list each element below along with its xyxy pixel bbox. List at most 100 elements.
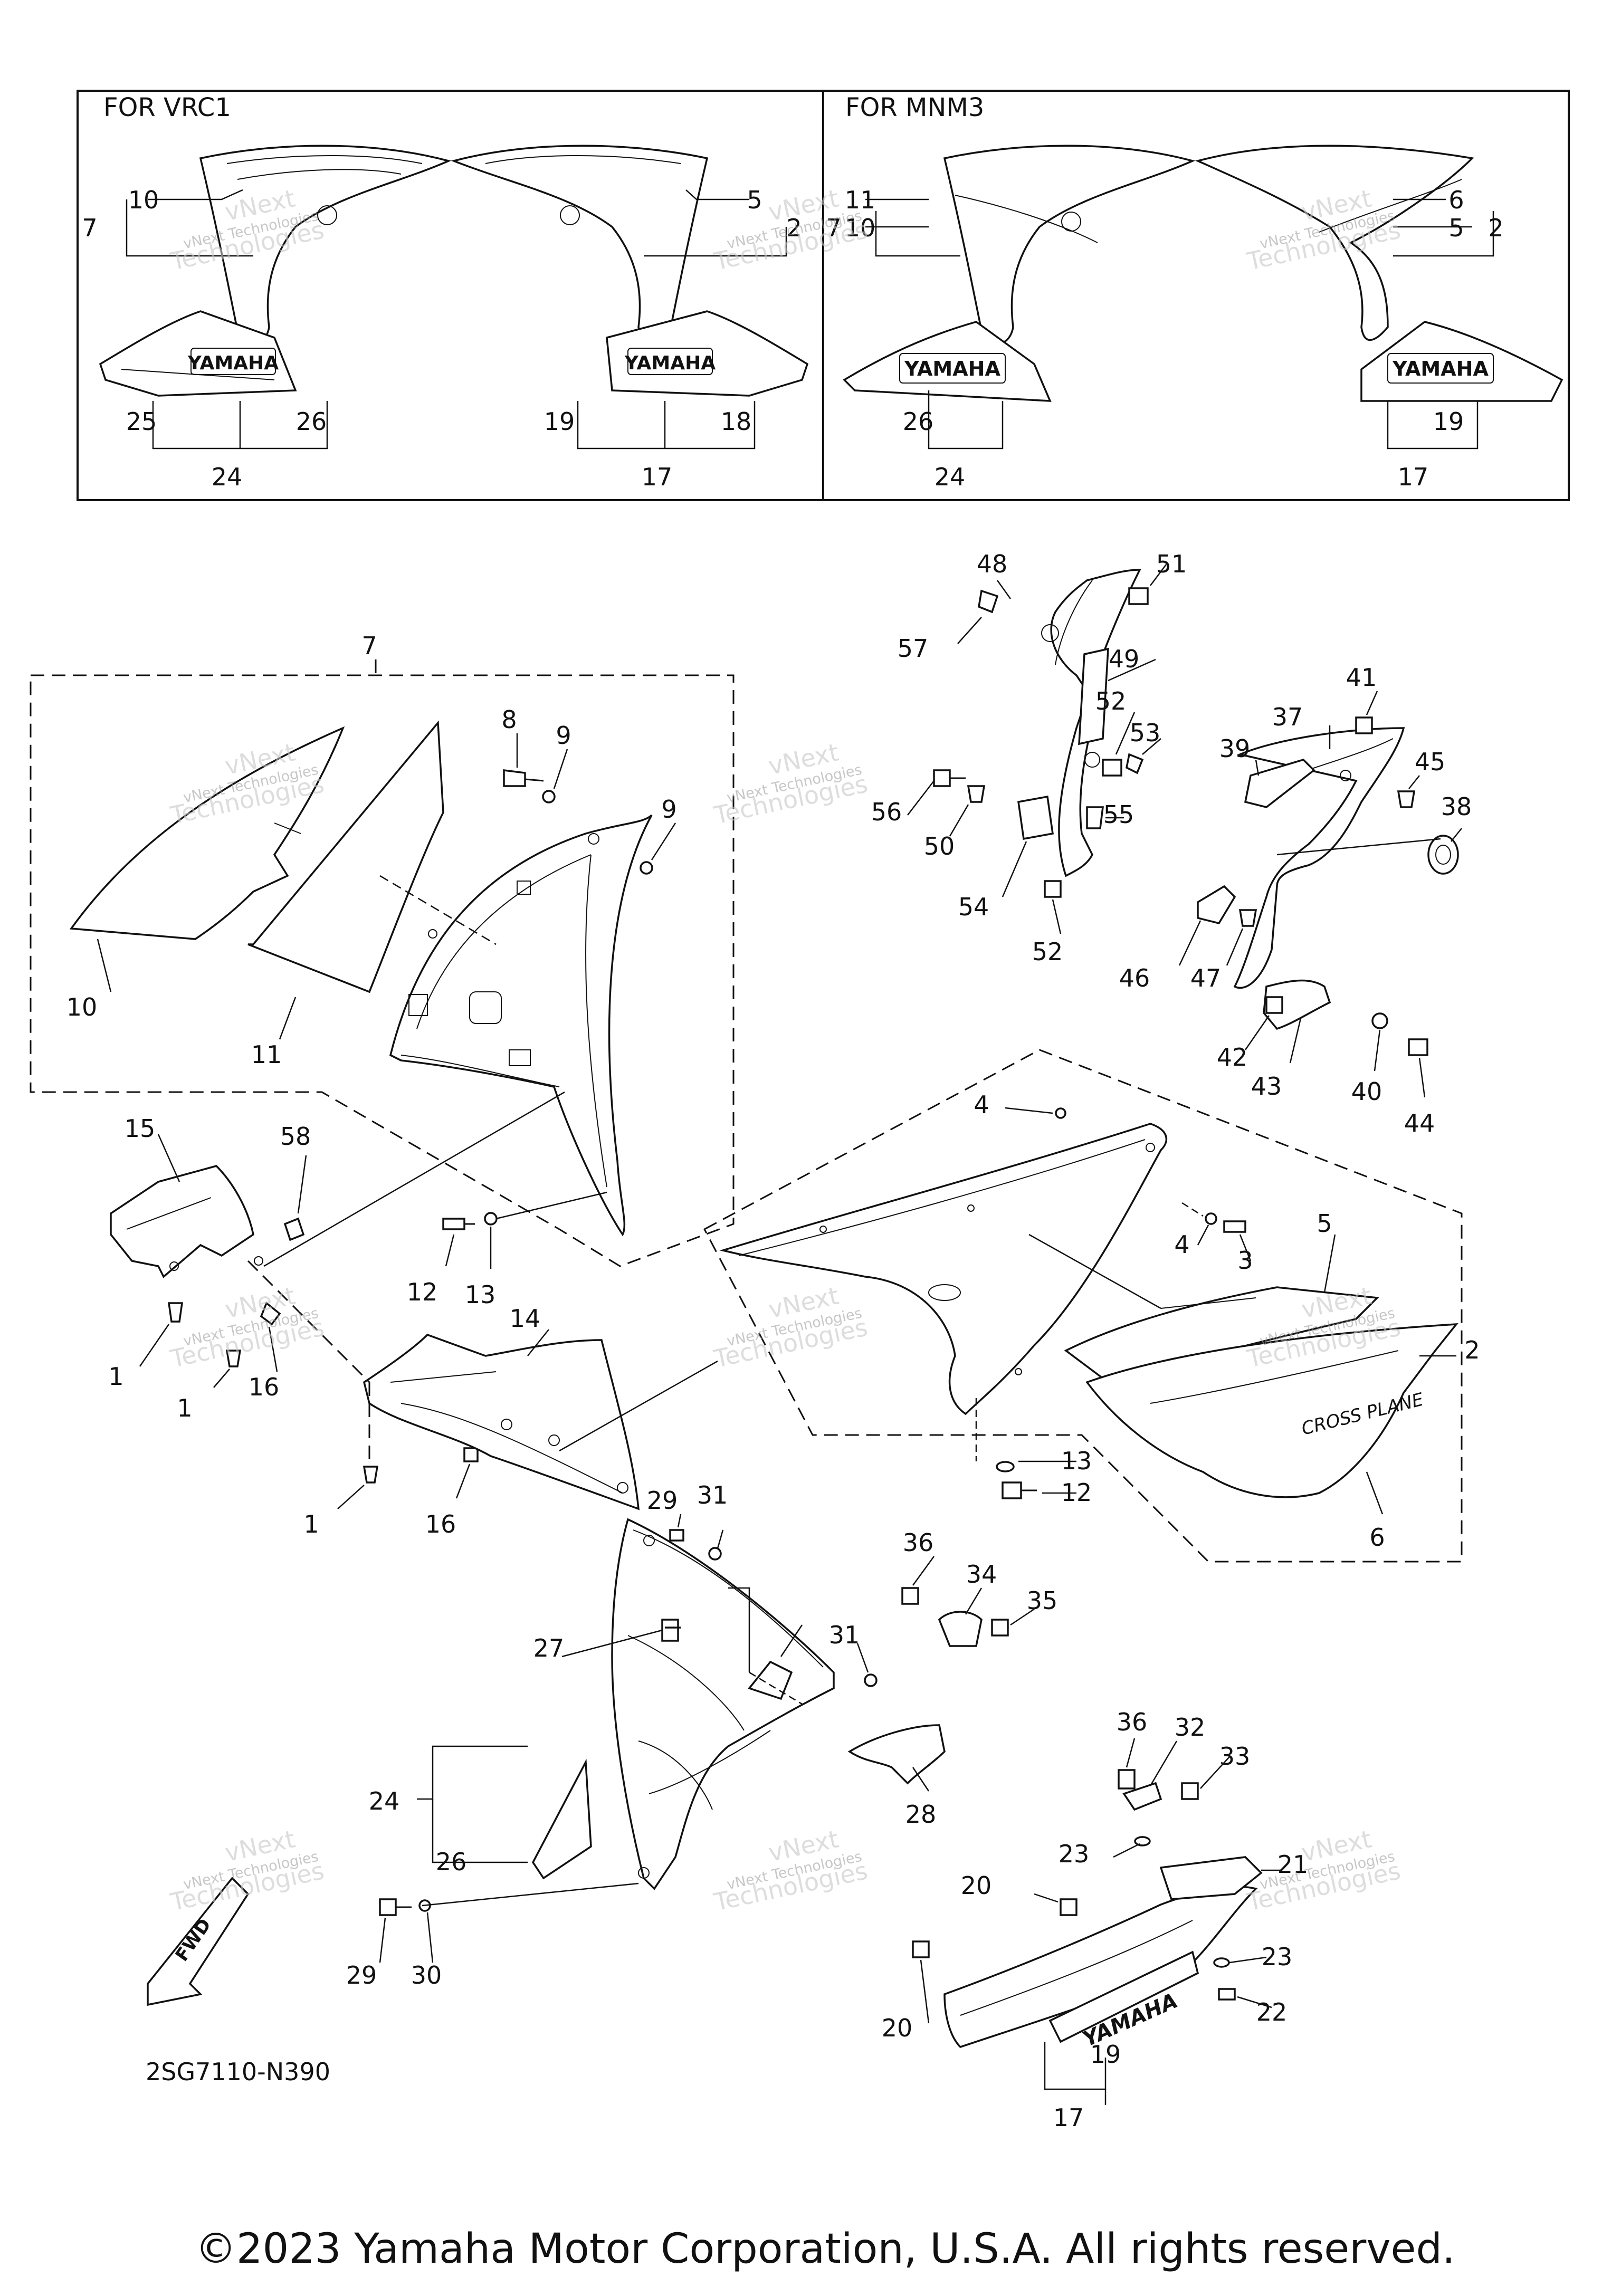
callout-number: 24 [369, 1787, 400, 1815]
callout-number: 50 [924, 832, 955, 860]
variant-box [77, 90, 1570, 501]
callout-number: 13 [1061, 1447, 1092, 1475]
vrc1-left-cowl: YAMAHA [99, 145, 452, 397]
mnm3-right-cowl: YAMAHA [1195, 145, 1563, 402]
callout-number: 7 [82, 214, 97, 242]
callout-number: 6 [1448, 186, 1464, 214]
callout-number: 19 [1090, 2040, 1121, 2069]
leader-15 [157, 1134, 180, 1182]
rubber-49 [1078, 647, 1156, 745]
callout-number: 12 [1061, 1478, 1092, 1507]
callout-number: 16 [249, 1373, 280, 1401]
decal-text: YAMAHA [904, 357, 1000, 380]
callout-number: 17 [1053, 2103, 1084, 2132]
decal-text: YAMAHA [187, 352, 279, 374]
callout-number: 29 [647, 1486, 678, 1515]
callout-number: 32 [1175, 1713, 1206, 1742]
callout-number: 27 [533, 1634, 565, 1662]
vrc1-right-cowl: YAMAHA [451, 145, 809, 397]
callout-number: 5 [1448, 214, 1464, 242]
callout-number: 19 [1433, 407, 1464, 436]
callout-number: 38 [1441, 792, 1472, 821]
callout-number: 45 [1415, 748, 1446, 776]
variant-label-vrc1: FOR VRC1 [103, 93, 231, 122]
leader-link-14 [559, 1360, 718, 1452]
decal-10 [69, 726, 345, 940]
callout-number: 18 [721, 407, 752, 436]
screws-1-16 [139, 1302, 479, 1509]
callout-number: 53 [1130, 719, 1161, 747]
callout-number: 20 [961, 1871, 992, 1900]
callout-number: 4 [1174, 1230, 1189, 1259]
under-cowl: YAMAHA [912, 1738, 1282, 2105]
callout-number: 5 [1317, 1209, 1332, 1238]
callout-number: 43 [1251, 1072, 1282, 1101]
callout-number: 51 [1156, 550, 1187, 578]
decal-text: YAMAHA [624, 352, 716, 374]
callout-number: 31 [829, 1621, 860, 1649]
top-leaders [126, 189, 1494, 449]
callout-number: 35 [1027, 1586, 1058, 1615]
hardware-4-3 [1005, 1107, 1252, 1261]
callout-number: 58 [280, 1122, 311, 1151]
callout-number: 36 [1117, 1708, 1148, 1736]
callout-number: 29 [346, 1961, 377, 1989]
small-parts-50-57 [907, 564, 1167, 934]
leader-dash-2 [1028, 1233, 1161, 1309]
callout-number: 6 [1369, 1523, 1385, 1552]
group-2-boundary [703, 1049, 1463, 1563]
callout-number: 16 [425, 1510, 456, 1538]
callout-number: 15 [125, 1114, 156, 1143]
callout-number: 31 [697, 1481, 728, 1509]
leader-14 [527, 1329, 549, 1356]
group-7-boundary [30, 674, 735, 1267]
callout-number: 28 [905, 1800, 937, 1829]
lower-cowl [611, 1518, 835, 1890]
leader-11 [279, 997, 297, 1040]
callout-number: 55 [1103, 800, 1134, 829]
variant-label-mnm3: FOR MNM3 [845, 93, 985, 122]
callout-number: 56 [871, 798, 902, 826]
callout-number: 10 [66, 993, 98, 1021]
callout-number: 11 [251, 1040, 282, 1069]
callout-number: 49 [1109, 645, 1140, 673]
hardware-8-9 [503, 733, 676, 875]
dash-link-a [247, 1260, 370, 1383]
callout-number: 54 [958, 893, 989, 921]
callout-number: 9 [661, 795, 676, 824]
callout-number: 2 [786, 214, 802, 242]
callout-number: 24 [935, 463, 966, 491]
callout-number: 10 [845, 214, 876, 242]
callout-number: 13 [465, 1280, 496, 1309]
bolt-12-13 [442, 1191, 607, 1269]
mnm3-left-cowl: YAMAHA [843, 145, 1196, 402]
leader-10 [97, 939, 112, 992]
bracket-37-group [1178, 691, 1462, 1098]
callout-number: 24 [212, 463, 243, 491]
decal-6: CROSS PLANE [1085, 1323, 1458, 1515]
callout-number: 1 [177, 1394, 192, 1422]
side-fairing-main [719, 1123, 1167, 1415]
callout-number: 47 [1190, 964, 1222, 992]
callout-number: 42 [1217, 1043, 1248, 1072]
callout-number: 4 [974, 1090, 989, 1119]
decal-11-notch [274, 822, 301, 834]
callout-number: 17 [1398, 463, 1429, 491]
bolt-58 [283, 1155, 307, 1241]
callout-number: 41 [1346, 663, 1377, 692]
callout-number: 1 [108, 1362, 123, 1391]
callout-number: 46 [1119, 964, 1150, 992]
lower-hardware [379, 1514, 1035, 1963]
callout-number: 26 [903, 407, 934, 436]
inner-panel-14 [363, 1333, 640, 1510]
copyright-notice: ©2023 Yamaha Motor Corporation, U.S.A. A… [195, 2225, 1455, 2273]
callout-number: 23 [1262, 1943, 1293, 1971]
decal-26 [531, 1758, 592, 1880]
